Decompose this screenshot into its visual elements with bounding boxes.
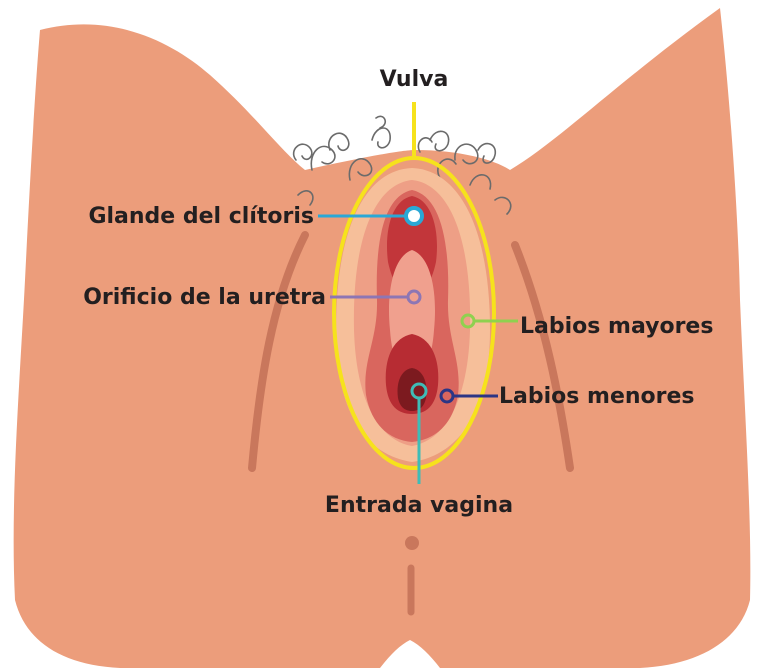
marker-clitoris	[406, 208, 422, 224]
label-orificio-uretra: Orificio de la uretra	[83, 285, 326, 310]
label-labios-menores: Labios menores	[499, 384, 695, 409]
label-vulva: Vulva	[380, 67, 449, 92]
label-glande-clitoris: Glande del clítoris	[88, 204, 314, 229]
body-dot	[405, 536, 419, 550]
label-entrada-vagina: Entrada vagina	[325, 493, 513, 518]
label-labios-mayores: Labios mayores	[520, 314, 713, 339]
